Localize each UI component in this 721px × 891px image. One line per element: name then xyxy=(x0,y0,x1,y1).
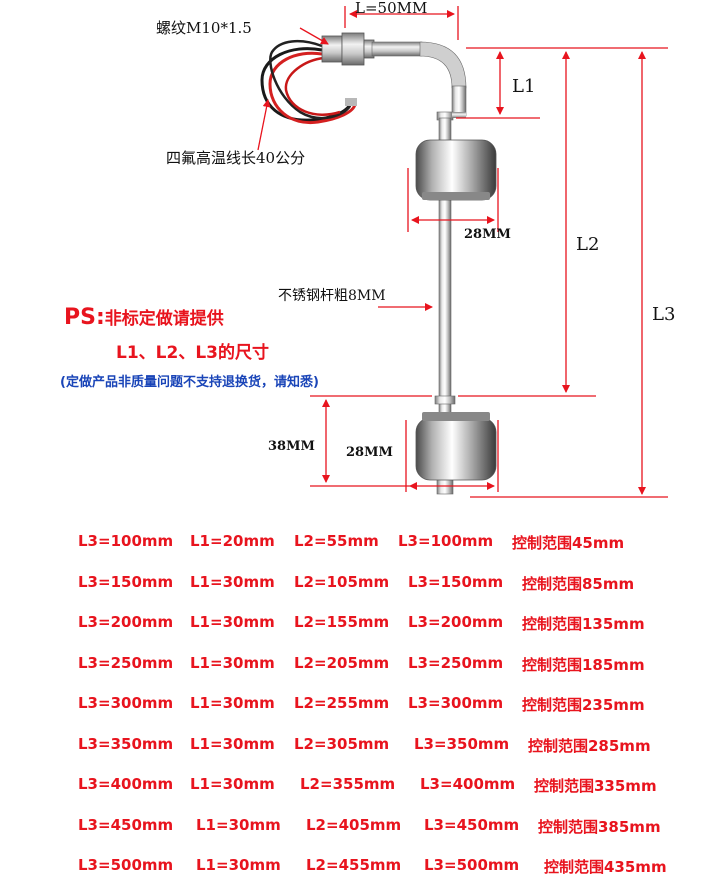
table-row: L3=150mm L1=30mm L2=105mm L3=150mm 控制范围8… xyxy=(0,567,721,608)
upper-float xyxy=(415,139,497,201)
table-row: L3=100mm L1=20mm L2=55mm L3=100mm 控制范围45… xyxy=(0,526,721,567)
table-row: L3=450mm L1=30mm L2=405mm L3=450mm 控制范围3… xyxy=(0,810,721,851)
table-cell: L1=30mm xyxy=(190,734,275,753)
spec-table: L3=100mm L1=20mm L2=55mm L3=100mm 控制范围45… xyxy=(0,526,721,891)
ps-line-3: (定做产品非质量问题不支持退换货，请知悉) xyxy=(60,375,319,390)
table-cell: L3=300mm xyxy=(78,694,174,712)
table-cell: L1=20mm xyxy=(190,532,275,550)
ps-line-2: L1、L2、L3的尺寸 xyxy=(116,343,269,363)
table-row: L3=350mm L1=30mm L2=305mm L3=350mm 控制范围2… xyxy=(0,729,721,770)
table-cell: L3=500mm xyxy=(78,856,174,874)
table-cell: L1=30mm xyxy=(190,694,275,712)
table-cell: 控制范围85mm xyxy=(522,574,635,593)
table-cell: 控制范围385mm xyxy=(538,817,661,836)
ps-line-1: PS:非标定做请提供 xyxy=(64,304,224,330)
table-cell: L3=100mm xyxy=(78,532,174,550)
table-cell: L3=250mm xyxy=(78,653,174,672)
table-row: L3=200mm L1=30mm L2=155mm L3=200mm 控制范围1… xyxy=(0,607,721,648)
table-cell: L1=30mm xyxy=(190,775,275,793)
table-cell: L3=500mm xyxy=(424,856,520,874)
table-cell: L3=200mm xyxy=(408,613,504,631)
lower-float xyxy=(415,412,497,481)
wire-label: 四氟高温线长40公分 xyxy=(166,149,305,167)
table-cell: L1=30mm xyxy=(190,653,275,672)
table-cell: 控制范围135mm xyxy=(522,615,645,633)
table-cell: L3=400mm xyxy=(420,775,516,793)
table-cell: L3=100mm xyxy=(398,532,494,550)
l1-label: L1 xyxy=(512,76,535,97)
table-cell: L1=30mm xyxy=(196,856,281,874)
table-cell: L3=350mm xyxy=(78,734,174,753)
table-cell: L2=405mm xyxy=(306,815,402,834)
table-cell: L3=150mm xyxy=(78,572,174,591)
l2-label: L2 xyxy=(576,234,599,255)
table-cell: L3=350mm xyxy=(414,734,510,753)
ps-tag: PS: xyxy=(64,305,105,330)
table-cell: L2=155mm xyxy=(294,613,390,631)
lower-float-width-label: 28MM xyxy=(346,445,393,460)
table-row: L3=300mm L1=30mm L2=255mm L3=300mm 控制范围2… xyxy=(0,688,721,729)
table-cell: L3=450mm xyxy=(424,815,520,834)
table-cell: 控制范围285mm xyxy=(528,736,651,755)
table-row: L3=250mm L1=30mm L2=205mm L3=250mm 控制范围1… xyxy=(0,648,721,689)
l3-label: L3 xyxy=(652,304,675,325)
table-cell: 控制范围335mm xyxy=(534,777,657,795)
table-cell: L2=205mm xyxy=(294,653,390,672)
table-cell: L1=30mm xyxy=(190,572,275,591)
table-cell: L2=255mm xyxy=(294,694,390,712)
table-cell: L1=30mm xyxy=(196,815,281,834)
ps-text-1: 非标定做请提供 xyxy=(104,309,224,329)
table-cell: L3=250mm xyxy=(408,653,504,672)
table-cell: 控制范围235mm xyxy=(522,696,645,714)
float-height-label: 38MM xyxy=(268,439,315,454)
table-cell: L2=305mm xyxy=(294,734,390,753)
table-cell: 控制范围45mm xyxy=(512,534,625,552)
table-cell: 控制范围435mm xyxy=(544,858,667,876)
table-cell: L2=105mm xyxy=(294,572,390,591)
table-cell: L3=450mm xyxy=(78,815,174,834)
table-cell: L3=400mm xyxy=(78,775,174,793)
rod-label: 不锈钢杆粗8MM xyxy=(278,288,386,304)
table-cell: L2=55mm xyxy=(294,532,379,550)
float-switch-diagram: 螺纹M10*1.5 L=50MM L1 L2 L3 四氟高温线长40公分 28M… xyxy=(156,0,675,498)
table-row: L3=500mm L1=30mm L2=455mm L3=500mm 控制范围4… xyxy=(0,850,721,891)
table-cell: L2=355mm xyxy=(300,775,396,793)
table-cell: L3=150mm xyxy=(408,572,504,591)
table-cell: 控制范围185mm xyxy=(522,655,645,674)
thread-label: 螺纹M10*1.5 xyxy=(156,19,252,37)
width-label: L=50MM xyxy=(355,0,427,17)
table-cell: L2=455mm xyxy=(306,856,402,874)
table-row: L3=400mm L1=30mm L2=355mm L3=400mm 控制范围3… xyxy=(0,769,721,810)
table-cell: L1=30mm xyxy=(190,613,275,631)
table-cell: L3=300mm xyxy=(408,694,504,712)
upper-float-width-label: 28MM xyxy=(464,227,511,242)
dimension-lines xyxy=(257,6,668,498)
table-cell: L3=200mm xyxy=(78,613,174,631)
thread-fitting xyxy=(321,32,375,66)
